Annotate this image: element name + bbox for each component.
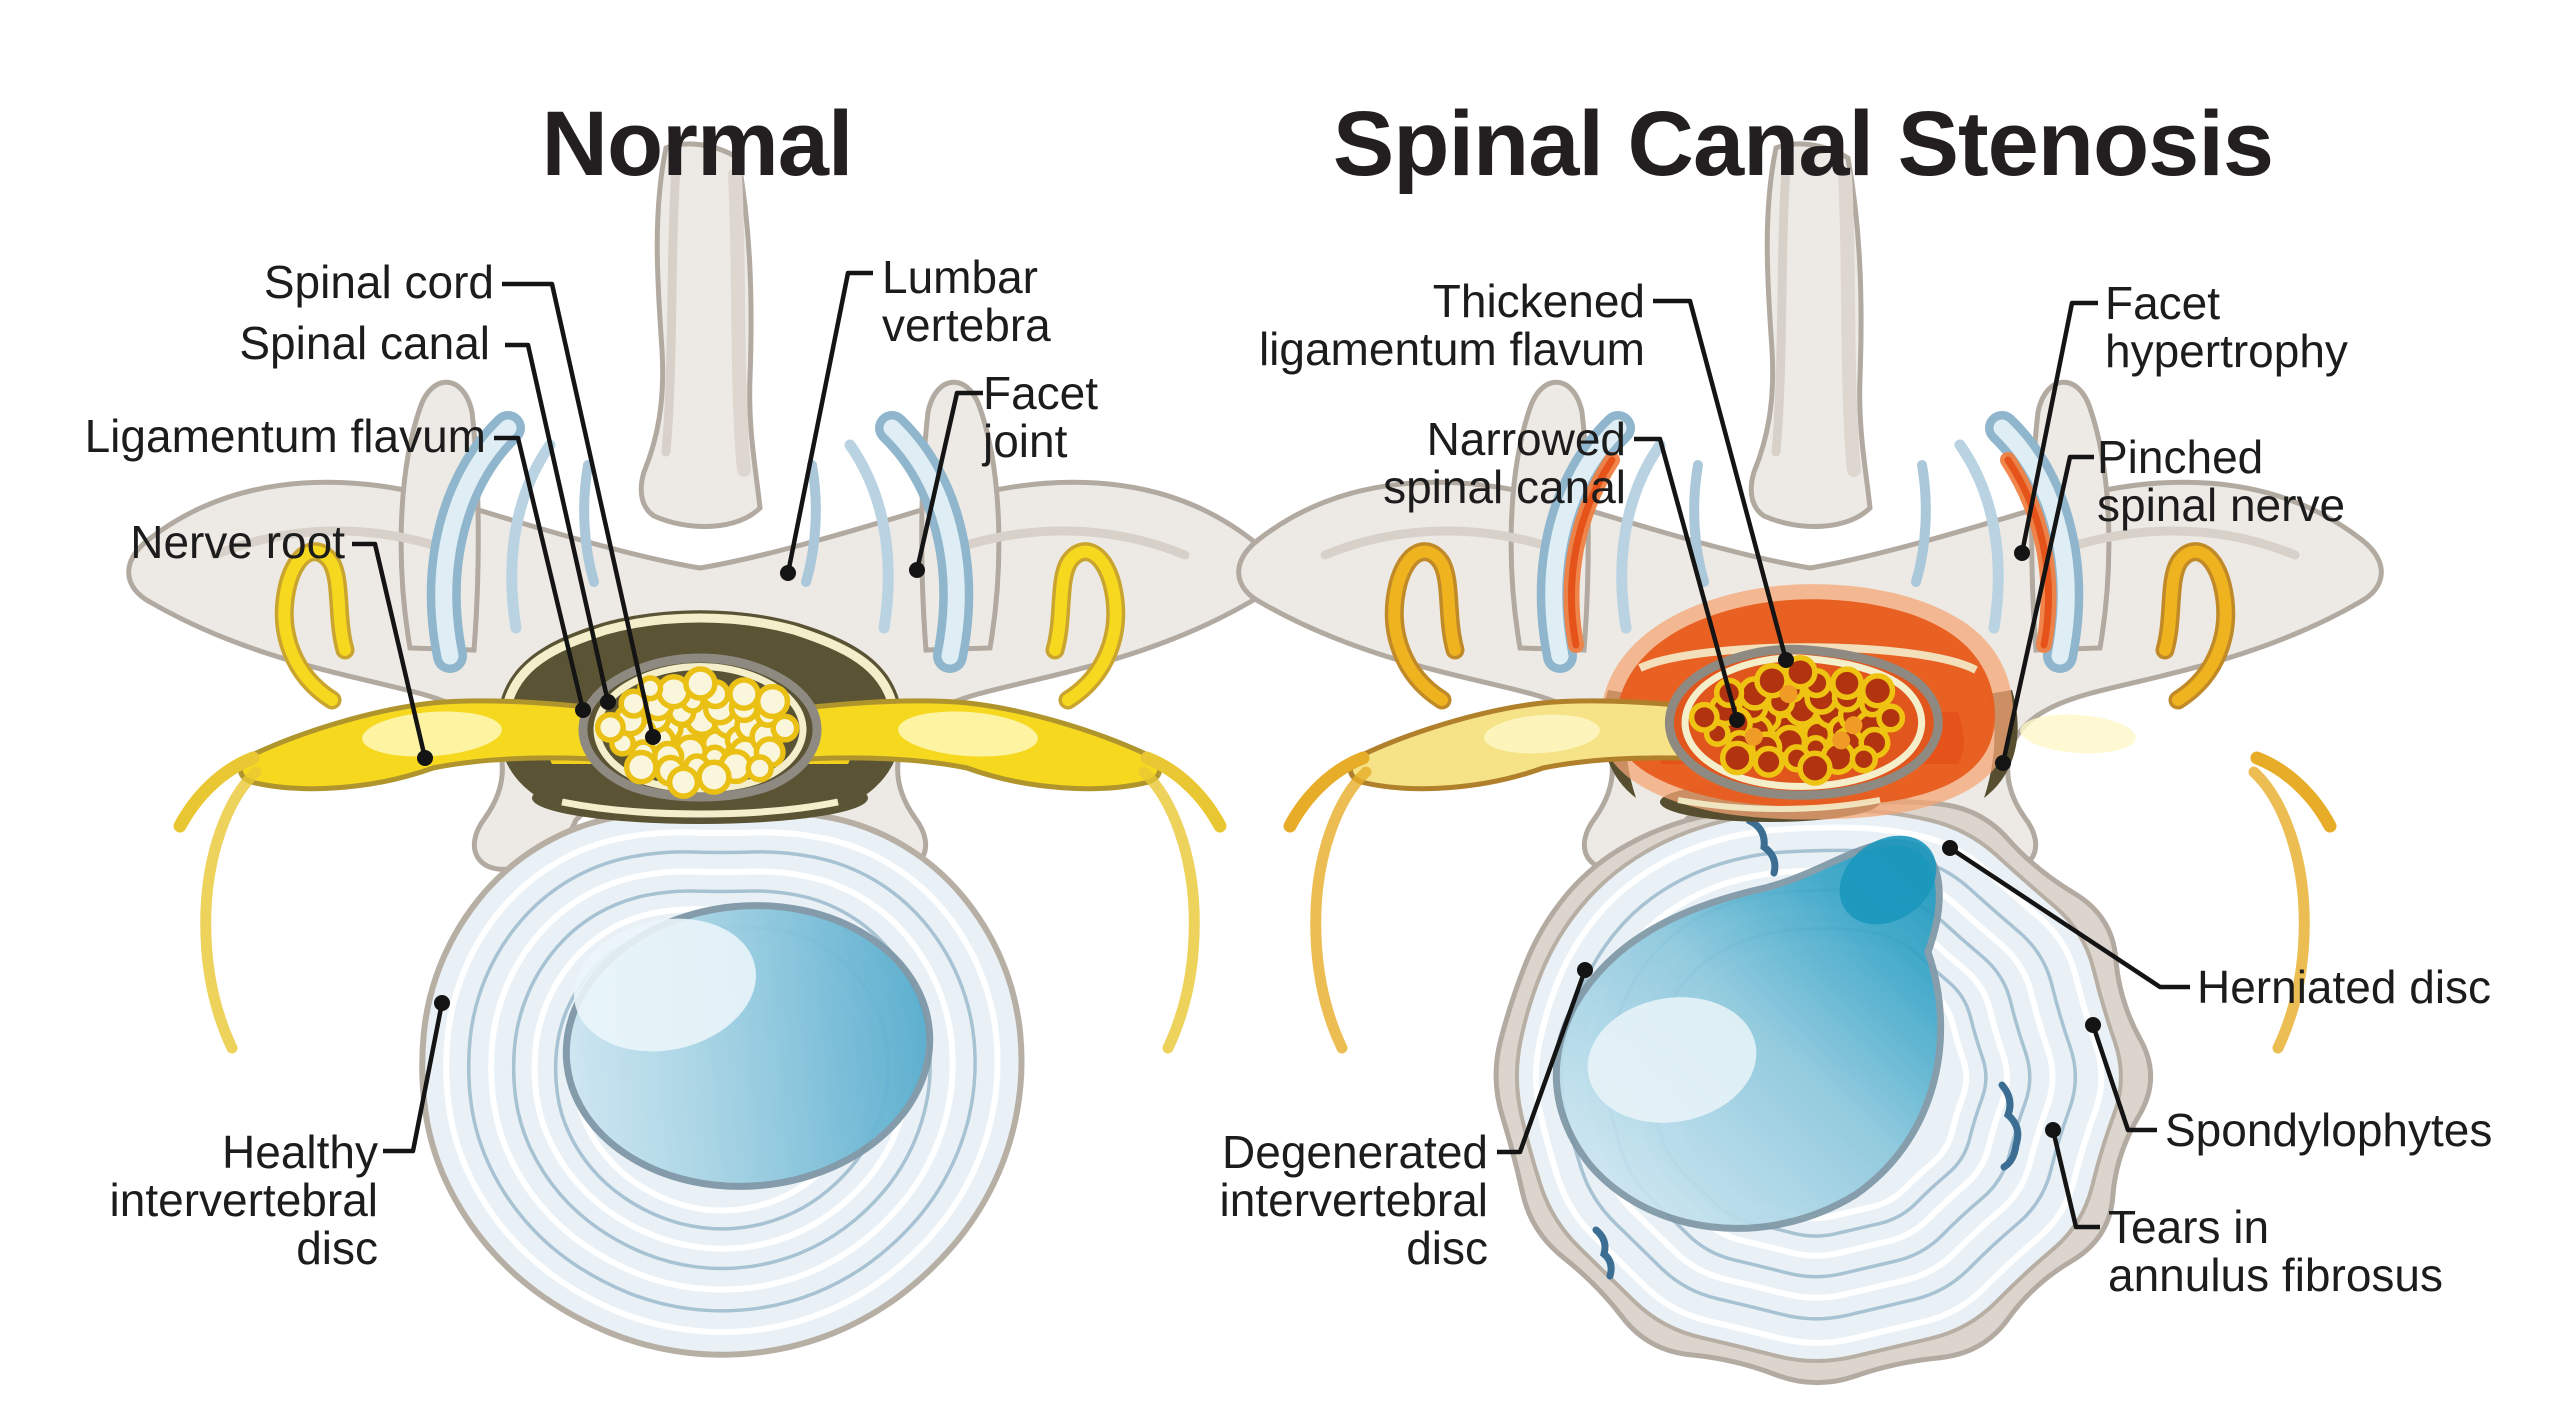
leader-lumbar-vertebra [785,270,873,574]
spinal-cord [583,658,817,797]
figure-normal [129,144,1272,1358]
label-lumbar-vertebra: Lumbar vertebra [882,251,1051,351]
leader-degenerated-disc [1497,969,1588,1155]
herniated-disc-tip [1839,835,1937,925]
label-thickened-ligamentum-flavum: Thickened ligamentum flavum [1258,275,1645,375]
label-healthy-disc: Healthy intervertebral disc [109,1126,378,1274]
leader-ligamentum-flavum [494,435,586,711]
leader-thickened-ligamentum [1653,298,1789,661]
leader-healthy-disc [383,1002,445,1154]
label-facet-joint: Facet joint [983,367,1099,467]
leader-lines [352,270,2190,1230]
title-normal: Normal [541,93,854,195]
facet-hypertrophy [1563,452,2057,653]
leader-facet-hypertrophy [2019,300,2098,554]
label-degenerated-disc: Degenerated intervertebral disc [1219,1126,1488,1274]
leader-pinched-nerve [2000,454,2094,764]
title-stenosis: Spinal Canal Stenosis [1332,93,2274,195]
nucleus-pulposus [562,902,934,1190]
leader-spinal-cord [502,281,656,738]
ligamentum-flavum [502,613,898,708]
leader-spondylophytes [2090,1024,2157,1133]
compressed-spinal-cord [1669,649,1938,795]
leader-nerve-root [352,541,428,759]
label-narrowed-spinal-canal: Narrowed spinal canal [1383,413,1626,513]
leader-herniated-disc [1948,846,2190,990]
figure-stenosis [1239,144,2560,1386]
label-spinal-cord: Spinal cord [263,256,494,308]
label-facet-hypertrophy: Facet hypertrophy [2105,277,2348,377]
pinched-spinal-nerves [1283,542,2337,1054]
leader-spinal-canal [505,342,611,703]
label-herniated-disc: Herniated disc [2197,961,2492,1013]
label-pinched-spinal-nerve: Pinched spinal nerve [2097,431,2346,531]
leader-tears [2050,1129,2100,1230]
herniated-nucleus [1552,791,2022,1280]
label-tears-annulus: Tears in annulus fibrosus [2108,1201,2443,1301]
label-nerve-root: Nerve root [130,516,345,568]
label-ligamentum-flavum: Ligamentum flavum [84,410,486,462]
leader-facet-joint [914,390,983,571]
label-spinal-canal: Spinal canal [239,317,490,369]
leader-dots [417,545,2101,1138]
leader-narrowed-canal [1634,436,1740,721]
label-spondylophytes: Spondylophytes [2165,1104,2493,1156]
